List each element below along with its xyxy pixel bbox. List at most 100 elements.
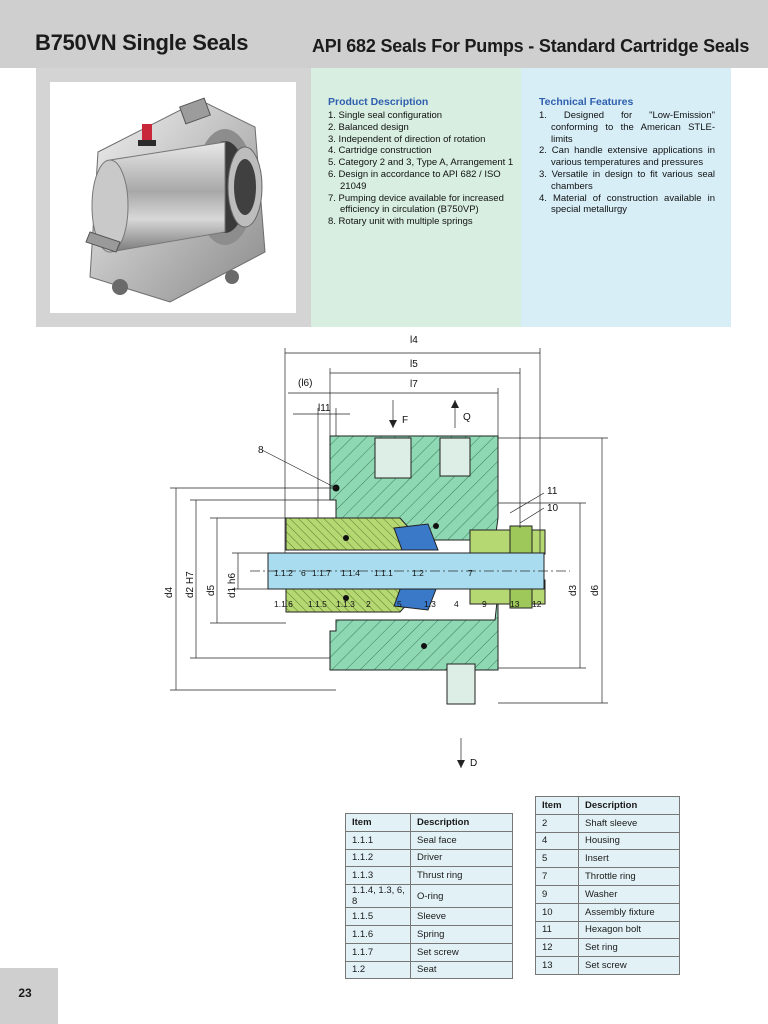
item-cell: 1.1.1 (345, 830, 411, 850)
table-header-row: Item Description (535, 796, 680, 815)
label-1-1-2: 1.1.2 (274, 568, 293, 578)
list-item: 1. Single seal configuration (328, 110, 443, 121)
header-bar (0, 0, 768, 68)
dim-l11: l11 (318, 403, 331, 414)
dim-d1: d1 h6 (227, 573, 238, 598)
description-cell: Washer (578, 884, 680, 904)
product-photo (50, 82, 296, 313)
cross-section-drawing: l4 l5 (l6) l7 l11 F Q D 8 11 10 d4 d2 H7… (164, 335, 608, 769)
page-number: 23 (18, 986, 32, 1000)
item-cell: 4 (535, 831, 579, 851)
page-title: B750VN Single Seals (35, 30, 249, 55)
dim-l5: l5 (410, 359, 418, 370)
label-1-1-7: 1.1.7 (312, 568, 331, 578)
list-item: 4. Material of construction available in… (539, 192, 715, 216)
technical-features-panel (521, 68, 731, 327)
label-1-3: 1.3 (424, 599, 436, 609)
item-cell: 2 (535, 813, 579, 833)
label-1-1-4: 1.1.4 (341, 568, 360, 578)
flow-Q: Q (463, 412, 471, 423)
item-cell: 1.1.7 (345, 942, 411, 962)
list-item: 6. Design in accordance to API 682 / ISO… (328, 168, 501, 192)
item-cell: 7 (535, 867, 579, 886)
dim-d5: d5 (206, 584, 217, 596)
column-header: Description (410, 813, 513, 832)
item-cell: 5 (535, 849, 579, 869)
label-1-1-5: 1.1.5 (308, 599, 327, 609)
label-6: 6 (301, 568, 306, 578)
item-cell: 12 (535, 938, 579, 958)
description-cell: Seal face (410, 830, 513, 850)
dim-d4: d4 (164, 586, 175, 598)
description-cell: Throttle ring (578, 867, 680, 886)
description-cell: O-ring (410, 884, 513, 909)
page-number-box (0, 968, 58, 1024)
description-cell: Spring (410, 924, 513, 944)
description-cell: Assembly fixture (578, 902, 680, 922)
description-cell: Driver (410, 848, 513, 868)
callout-8: 8 (258, 445, 264, 456)
list-item: 8. Rotary unit with multiple springs (328, 216, 473, 228)
list-item: 1. Designed for "Low-Emission" conformin… (539, 110, 715, 145)
list-item: 7. Pumping device available for increase… (328, 192, 504, 216)
dim-l7: l7 (410, 379, 418, 390)
technical-features-heading: Technical Features (539, 96, 634, 108)
item-cell: 1.1.3 (345, 866, 411, 886)
item-cell: 11 (535, 920, 579, 940)
list-item: 3. Independent of direction of rotation (328, 133, 486, 145)
label-9: 9 (482, 599, 487, 609)
technical-features: Technical Features 1. Designed for "Low-… (539, 96, 715, 216)
label-1-2: 1.2 (412, 568, 424, 578)
description-cell: Insert (578, 849, 680, 869)
product-description-panel (311, 68, 521, 327)
item-cell: 1.2 (345, 960, 411, 980)
label-1-1-1: 1.1.1 (374, 568, 393, 578)
list-item: 3. Versatile in design to fit various se… (539, 168, 715, 192)
label-1-1-6: 1.1.6 (274, 599, 293, 609)
product-description-heading: Product Description (328, 96, 429, 108)
list-item: 4. Cartridge construction (328, 145, 432, 157)
label-5: 5 (397, 599, 402, 609)
description-cell: Set ring (578, 938, 680, 958)
item-cell: 13 (535, 956, 579, 975)
description-cell: Thrust ring (410, 866, 513, 886)
label-4: 4 (454, 599, 459, 609)
label-13: 13 (510, 599, 520, 609)
list-item: 2. Can handle extensive applications in … (539, 145, 715, 169)
label-1-1-3: 1.1.3 (336, 599, 355, 609)
dim-l6: (l6) (298, 378, 312, 389)
item-cell: 9 (535, 884, 579, 904)
label-12: 12 (532, 599, 542, 609)
item-cell: 10 (535, 902, 579, 922)
housing-lower (329, 592, 499, 671)
label-2: 2 (366, 599, 371, 609)
flow-D: D (470, 758, 477, 769)
page-subtitle: API 682 Seals For Pumps - Standard Cartr… (312, 36, 750, 56)
product-description: Product Description 1. Single seal confi… (328, 96, 514, 228)
item-cell: 1.1.5 (345, 907, 411, 926)
dim-d6: d6 (590, 584, 601, 596)
insert-upper (393, 523, 439, 551)
description-cell: Hexagon bolt (578, 920, 680, 940)
table-header-row: Item Description (345, 813, 513, 832)
dim-d2: d2 H7 (185, 571, 196, 598)
technical-features-list: 1. Designed for "Low-Emission" conformin… (539, 110, 715, 216)
dim-l4: l4 (410, 335, 418, 346)
list-item: 2. Balanced design (328, 121, 409, 133)
